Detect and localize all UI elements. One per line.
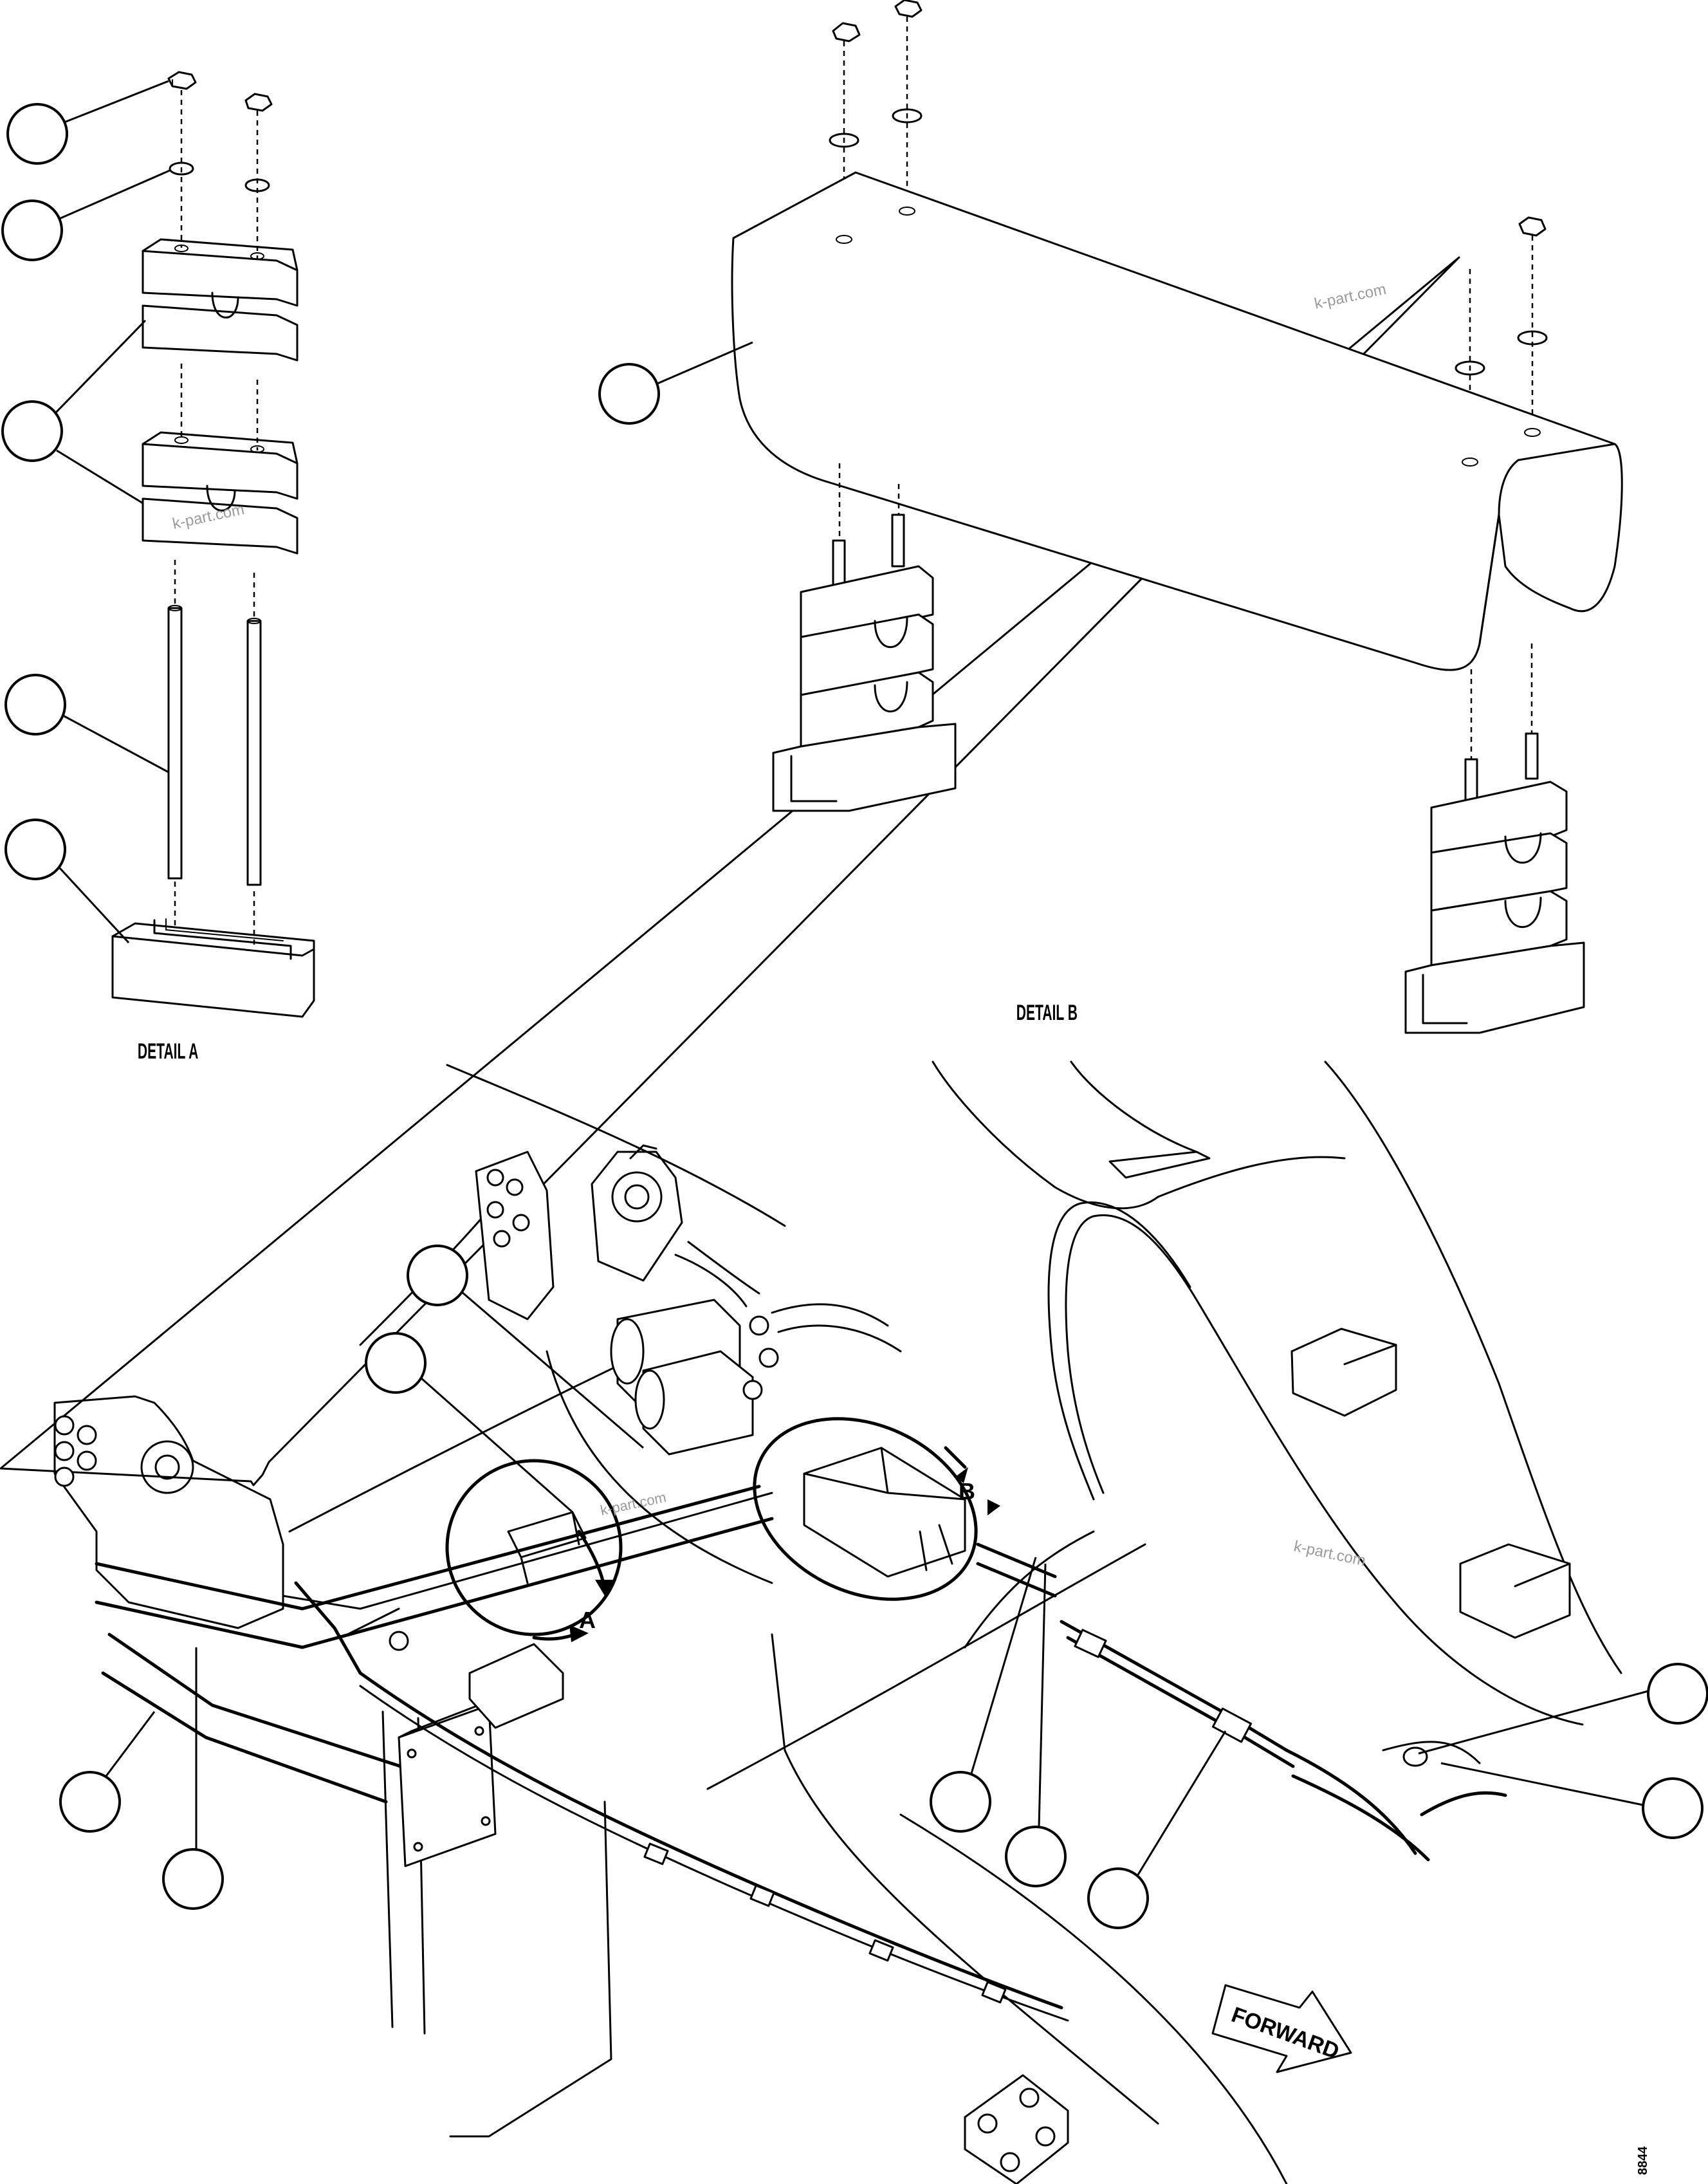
callout-bubble <box>407 1245 468 1306</box>
detail-b-clamp-stack-right <box>1404 732 1585 1034</box>
watermark: k-part.com <box>1313 281 1388 313</box>
boom: k-part.com <box>932 1060 1622 1726</box>
detail-a-nut <box>244 93 273 112</box>
bolt-cluster <box>54 1415 97 1487</box>
callout-bubble <box>1642 1777 1703 1839</box>
callout-bubble <box>365 1332 427 1394</box>
detail-a-clamp-upper <box>142 238 298 362</box>
drawing-number: 8844 <box>1636 2146 1650 2175</box>
detail-b-clamp-stack-left <box>772 514 957 812</box>
callout-bubble <box>1087 1867 1149 1929</box>
detail-a-nut <box>167 71 197 90</box>
detail-a-label: DETAIL A <box>138 1039 198 1063</box>
main-assembly-view: k-part.com <box>53 1060 1708 2184</box>
callout-bubble <box>1647 1663 1708 1725</box>
frame <box>53 1144 786 2138</box>
detail-a-callout-region: A k-part.com <box>445 1459 668 1642</box>
mount-plate <box>964 2074 1069 2184</box>
detail-b-nut <box>1518 216 1547 237</box>
view-b-label: B <box>959 1478 975 1504</box>
detail-b-exploded-view: k-part.com DETAIL B <box>0 0 1623 1486</box>
hydraulic-line <box>294 1581 1507 2022</box>
forward-arrow: FORWARD <box>1211 1984 1352 2073</box>
detail-a-exploded-view: k-part.com DETAIL A <box>1 71 315 1063</box>
callout-bubble <box>930 1771 991 1833</box>
callout-bubble <box>6 103 68 165</box>
callout-bubble <box>5 674 66 736</box>
detail-a-clamp-lower <box>142 431 298 555</box>
hydraulic-motor-assembly <box>610 1241 902 1456</box>
watermark: k-part.com <box>1292 1537 1367 1569</box>
detail-b-label: DETAIL B <box>1016 1000 1078 1024</box>
view-a-label: A <box>579 1607 596 1633</box>
callout-bubble <box>59 1771 121 1833</box>
detail-a-stud <box>167 605 183 880</box>
detail-a-channel-base <box>111 918 315 1018</box>
callout-bubble <box>162 1848 224 1910</box>
detail-b-nut <box>832 22 861 42</box>
callout-bubble <box>1 400 63 462</box>
callout-bubble <box>1 199 63 261</box>
callout-bubble <box>598 363 660 425</box>
callout-bubble <box>1005 1826 1067 1887</box>
detail-b-nut <box>894 0 923 18</box>
detail-b-cover-plate <box>731 171 1623 671</box>
detail-b-callout-region: B <box>753 1417 1057 1601</box>
detail-a-stud <box>246 618 262 886</box>
callout-bubble <box>5 819 66 880</box>
